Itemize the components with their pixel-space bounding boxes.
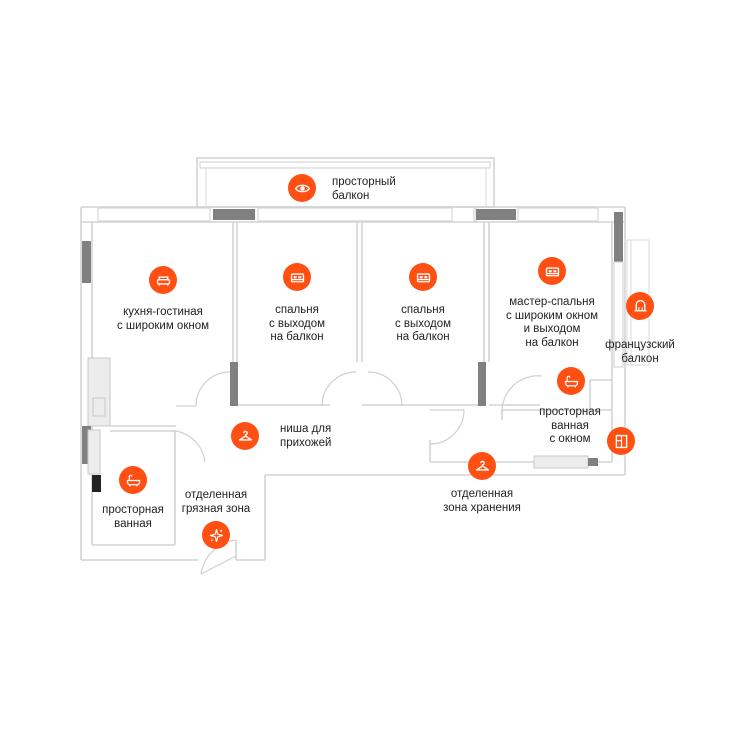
kitchen-label: кухня-гостиная с широким окном: [116, 306, 210, 332]
bathtub-icon: [564, 375, 578, 388]
kitchen-badge: [149, 266, 177, 294]
bath-window-badge: [607, 427, 635, 455]
left-window-dark: [82, 241, 91, 283]
hanger-icon: [475, 460, 489, 471]
bedroom-2-label: спальня с выходом на балкон: [394, 304, 452, 343]
bedroom-1-badge: [283, 263, 311, 291]
bedroom-2-badge: [409, 263, 437, 291]
door-arcs: [175, 371, 543, 575]
bedroom-1-label: спальня с выходом на балкон: [268, 304, 326, 343]
master-bath-tub: [533, 455, 589, 469]
hanger-icon: [238, 430, 252, 441]
bath-shaft: [92, 475, 101, 492]
top-wall: [81, 206, 625, 223]
bed-icon: [545, 266, 559, 276]
bed-icon: [290, 272, 304, 282]
master-bedroom-label: мастер-спальня с широким окном и выходом…: [505, 296, 599, 349]
french-balcony-badge: [626, 292, 654, 320]
sparkle-icon: [209, 528, 223, 542]
bath-sink: [87, 429, 101, 475]
storage-label: отделенная зона хранения: [443, 488, 521, 514]
french-balcony-label: французский балкон: [605, 339, 675, 365]
bathroom-badge: [119, 466, 147, 494]
hall-wall-dark-1: [230, 362, 238, 406]
bed-icon: [416, 272, 430, 282]
storage-badge: [468, 452, 496, 480]
right-window-dark: [614, 212, 623, 262]
hall-wall-dark-2: [478, 362, 486, 406]
left-wall-dark: [82, 426, 91, 464]
dirty-zone-label: отделенная грязная зона: [181, 489, 251, 515]
armchair-icon: [156, 275, 170, 286]
dirty-zone-badge: [202, 521, 230, 549]
master-bath-shaft: [588, 458, 598, 466]
eye-icon: [294, 184, 310, 192]
window-icon: [615, 434, 627, 448]
balcony-label: просторный балкон: [332, 176, 396, 202]
french-balcony-icon: [634, 299, 646, 311]
master-bath-label: просторная ванная с окном: [539, 406, 601, 445]
bathtub-icon: [126, 474, 140, 487]
bathroom-label: просторная ванная: [102, 504, 164, 530]
master-bath-badge: [557, 367, 585, 395]
interior-walls: [110, 222, 612, 560]
hall-niche-badge: [231, 422, 259, 450]
master-bedroom-badge: [538, 257, 566, 285]
kitchen-sink: [92, 397, 106, 417]
balcony-badge: [288, 174, 316, 202]
hall-niche-label: ниша для прихожей: [280, 423, 332, 449]
